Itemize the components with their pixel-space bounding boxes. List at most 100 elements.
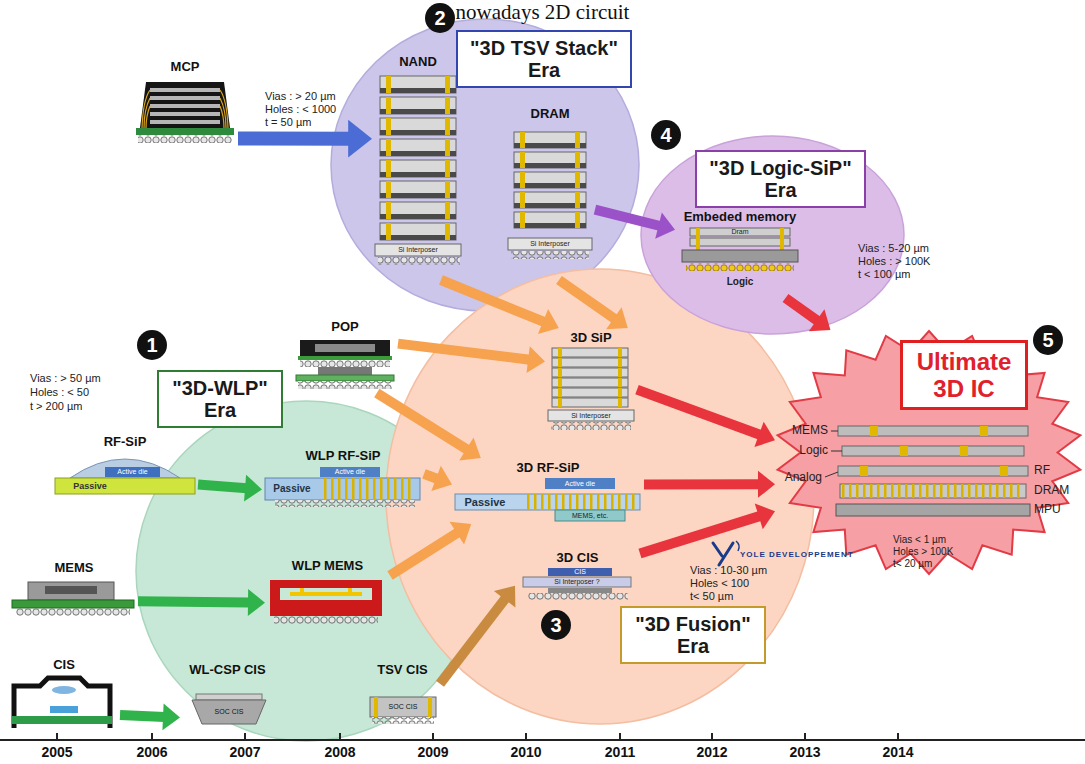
- year-label: 2010: [510, 744, 541, 760]
- package-label: POP: [331, 319, 358, 334]
- timeline-axis-part: [57, 733, 898, 740]
- rf-sip-figure-part: [70, 459, 180, 478]
- cis-3d-figure-part: [523, 577, 631, 587]
- pop-figure-part: [296, 375, 394, 381]
- package-label: 3D SiP: [570, 330, 611, 345]
- era-label: "3D TSV Stack" Era: [456, 30, 632, 88]
- mems-figure-part: [16, 608, 130, 616]
- rf-sip-3d-figure-part: [455, 494, 640, 510]
- cis-3d-figure-part: [548, 588, 612, 593]
- arrow-shaft: [138, 601, 250, 602]
- arrow-shaft: [424, 474, 438, 479]
- year-label: 2008: [324, 744, 355, 760]
- era-ellipse-outline: [331, 19, 639, 311]
- year-label: 2007: [229, 744, 260, 760]
- nand-stack-figure-part: [380, 139, 456, 156]
- mcp-figure-part: [150, 88, 220, 92]
- package-label: Embeded memory: [684, 209, 797, 224]
- wlp-rf-sip-figure-part: [275, 500, 415, 507]
- mcp-figure-part: [150, 120, 220, 124]
- wlp-mems-figure-part: [300, 588, 304, 594]
- rf-sip-figure-part: [105, 467, 160, 477]
- wl-csp-cis-figure-part: [196, 694, 262, 700]
- layer-label: MEMS: [792, 424, 828, 438]
- nand-stack-figure-part: [380, 76, 456, 93]
- tsv-cis-figure: [370, 697, 436, 724]
- sip-stack-figure-part: [552, 348, 628, 357]
- ultimate-3d-ic-figure-part: [842, 484, 1024, 498]
- year-label: 2006: [136, 744, 167, 760]
- part-label: Passive: [73, 481, 107, 491]
- nand-stack-figure: [375, 76, 461, 265]
- mcp-figure-part: [150, 104, 220, 108]
- package-label: WLP MEMS: [292, 558, 363, 573]
- callout-number: 3: [541, 610, 571, 640]
- part-label: SOC CIS: [215, 708, 244, 716]
- nand-stack-figure-part: [380, 202, 456, 219]
- nand-stack-figure-part: [378, 257, 460, 265]
- pop-figure-part: [315, 344, 375, 352]
- mcp-figure-part: [136, 128, 234, 135]
- tsv-cis-figure-part: [374, 697, 378, 717]
- cis-figure-part: [50, 706, 78, 713]
- ultimate-3d-ic-figure-part: [1000, 466, 1008, 476]
- flow-arrow: [120, 703, 180, 730]
- pop-figure-part: [318, 367, 372, 375]
- era-ellipse-outline: [641, 136, 904, 334]
- layer-label: MPU: [1034, 503, 1061, 517]
- rf-sip-3d-figure-part: [525, 494, 635, 510]
- layer-label: DRAM: [1034, 484, 1069, 498]
- mems-figure-part: [45, 586, 97, 594]
- part-label: Logic: [727, 276, 754, 288]
- part-label: Active die: [335, 468, 365, 476]
- package-label: 3D CIS: [557, 550, 599, 565]
- part-label: Si Interposer: [530, 240, 570, 248]
- embedded-memory-figure-part: [690, 238, 790, 246]
- package-label: 3D RF-SiP: [517, 460, 580, 475]
- package-label: NAND: [399, 54, 437, 69]
- callout-number: 5: [1033, 325, 1063, 355]
- spec-note: t< 50 µm: [690, 590, 733, 603]
- sip-stack-figure-part: [552, 368, 628, 377]
- part-label: Si Interposer ?: [554, 578, 600, 586]
- pop-figure-part: [298, 356, 392, 360]
- embedded-memory-figure-part: [690, 228, 790, 236]
- cis-figure: [12, 678, 112, 728]
- ultimate-3d-ic-figure-part: [842, 446, 1024, 456]
- mems-figure-part: [12, 600, 134, 608]
- spec-note: Holes < 100: [690, 577, 749, 590]
- callout-number: 2: [425, 3, 455, 33]
- part-label: Si Interposer: [571, 411, 611, 419]
- mcp-figure-part: [150, 96, 220, 100]
- rf-sip-3d-figure-part: [545, 478, 615, 489]
- package-label: RF-SiP: [104, 434, 147, 449]
- callout-number: 4: [651, 120, 681, 150]
- wlp-mems-figure-part: [270, 580, 382, 588]
- part-label: Active die: [565, 479, 595, 487]
- wlp-mems-figure-part: [348, 588, 352, 594]
- part-label: Dram: [731, 228, 748, 236]
- package-label: WLP RF-SiP: [306, 448, 381, 463]
- pop-figure: [296, 340, 394, 389]
- dram-stack-figure-part: [514, 212, 586, 228]
- tsv-cis-figure-part: [372, 717, 434, 724]
- ultimate-3d-ic-figure-part: [840, 484, 1026, 498]
- wlp-rf-sip-figure-part: [320, 467, 380, 477]
- wlp-mems-figure-part: [274, 616, 378, 624]
- arrow-shaft: [238, 132, 351, 146]
- part-label: Passive: [465, 496, 506, 509]
- wlp-mems-figure: [270, 580, 382, 624]
- arrow-shaft: [120, 715, 165, 717]
- wlp-rf-sip-figure-part: [320, 478, 415, 500]
- mcp-figure-part: [138, 135, 232, 143]
- nand-stack-figure-part: [380, 160, 456, 177]
- package-label: TSV CIS: [377, 662, 428, 677]
- logo-text: YOLE DEVELOPPEMENT: [740, 550, 854, 559]
- ultimate-3d-ic-figure-part: [900, 446, 908, 456]
- wl-csp-cis-figure-part: [192, 700, 266, 724]
- embedded-memory-figure-part: [780, 228, 784, 250]
- tsv-cis-figure-part: [370, 697, 436, 717]
- year-label: 2005: [41, 744, 72, 760]
- ultimate-3d-ic-figure-part: [870, 426, 878, 436]
